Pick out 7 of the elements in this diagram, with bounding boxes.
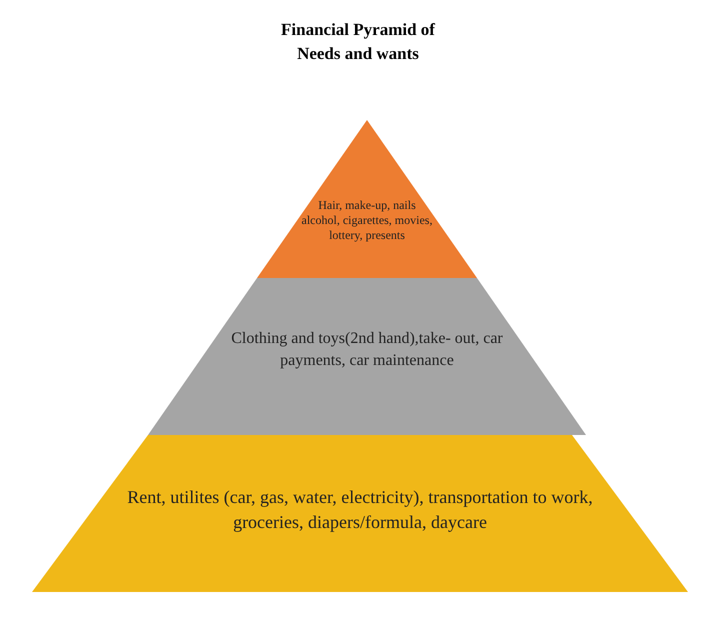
pyramid-middle-tier	[148, 278, 586, 435]
pyramid-title: Financial Pyramid of Needs and wants	[280, 19, 436, 65]
pyramid-top-tier	[257, 120, 477, 278]
tier-text: Clothing and toys(2nd hand),take- out, car payments, car maintenance	[230, 329, 504, 371]
pyramid-base-tier	[32, 435, 688, 592]
tier-text: Hair, make-up, nails alcohol, cigarettes, movies, lottery, presents	[300, 198, 434, 243]
tier-text: Rent, utilites (car, gas, water, electricity), transportation to work, groceries, diapers/formula, daycare	[126, 486, 594, 534]
